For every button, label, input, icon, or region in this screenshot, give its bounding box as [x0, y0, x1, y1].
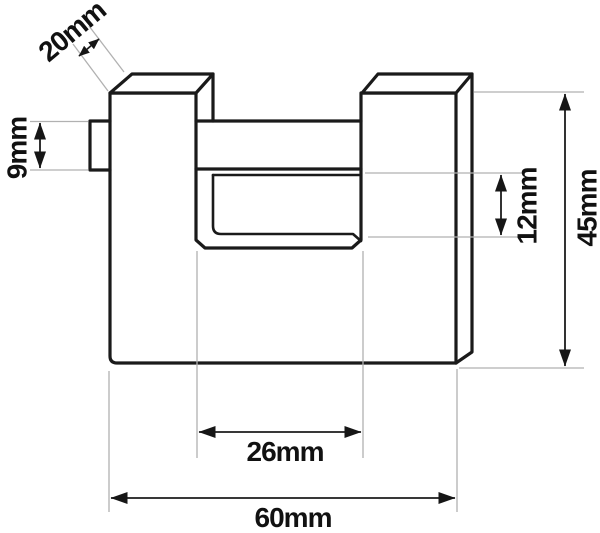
dim-label-12mm: 12mm	[512, 167, 543, 244]
dimension-opening-width: 26mm	[196, 251, 364, 467]
dimension-body-width: 60mm	[108, 369, 458, 533]
dim-label-26mm: 26mm	[247, 436, 324, 467]
extension-line	[88, 25, 125, 73]
dimension-opening-height: 12mm	[365, 167, 543, 244]
dimension-arrow	[78, 38, 100, 57]
dim-label-9mm: 9mm	[2, 117, 33, 179]
dim-label-45mm: 45mm	[572, 169, 600, 246]
dim-label-60mm: 60mm	[255, 502, 332, 533]
bolt-protrusion	[88, 119, 112, 172]
dimension-body-height: 45mm	[459, 91, 600, 369]
dimension-body-depth: 20mm	[33, 0, 125, 92]
right-side-face	[454, 72, 474, 365]
left-tower-top-face	[108, 72, 215, 95]
padlock-front-face	[108, 91, 458, 365]
padlock	[88, 72, 474, 365]
extension-line	[72, 43, 109, 92]
dimension-bolt-height: 9mm	[2, 117, 88, 179]
dim-label-20mm: 20mm	[33, 0, 112, 68]
bolt-bar	[194, 119, 363, 171]
right-tower-top-face	[360, 72, 474, 95]
opening-back-bottom-edge	[211, 173, 363, 243]
